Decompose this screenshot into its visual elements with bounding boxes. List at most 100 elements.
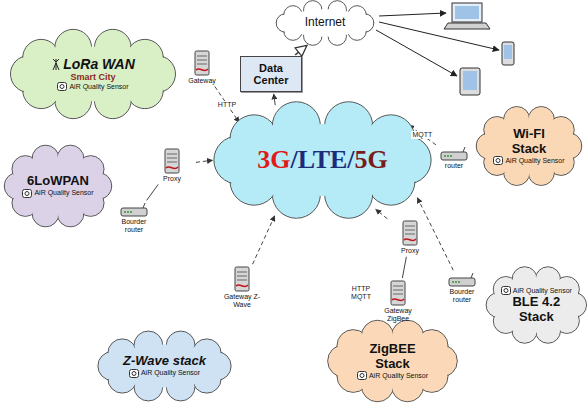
connector bbox=[147, 184, 159, 200]
router-icon bbox=[119, 202, 149, 217]
cloud-core bbox=[499, 278, 574, 332]
phone-icon bbox=[502, 42, 514, 65]
node-title: Internet bbox=[305, 16, 346, 29]
server-device: Proxy bbox=[150, 148, 194, 183]
text-row: BLE 4.2 Stack bbox=[506, 295, 566, 324]
node-title: Wi-FI Stack bbox=[499, 127, 559, 156]
node-content: Gateway bbox=[180, 50, 224, 85]
protocol-label: HTTP MQTT bbox=[346, 285, 376, 300]
node-title: Bourder router bbox=[112, 218, 156, 234]
text-row: AiR Quality Sensor bbox=[357, 371, 428, 380]
text-piece: LTE bbox=[298, 145, 348, 174]
text-row: AiR Quality Sensor bbox=[129, 369, 200, 378]
router-device: Bourder router bbox=[440, 272, 484, 304]
server-slot bbox=[237, 280, 247, 281]
router-antenna bbox=[143, 203, 145, 208]
laptop-base bbox=[444, 23, 490, 29]
text-piece: / bbox=[347, 145, 354, 174]
sensor-icon bbox=[57, 82, 67, 91]
text-row: AiR Quality Sensor bbox=[57, 82, 128, 91]
network-cloud: Wi-FI StackAiR Quality Sensor bbox=[474, 100, 584, 192]
server-slot bbox=[197, 56, 207, 57]
cloud-core bbox=[18, 157, 99, 215]
router-body bbox=[441, 152, 467, 160]
server-device: Gateway Z-Wave bbox=[220, 266, 264, 309]
node-content: Gateway ZigBee bbox=[376, 280, 420, 323]
node-title: AiR Quality Sensor bbox=[513, 287, 572, 295]
router-body bbox=[449, 278, 475, 286]
connector bbox=[274, 94, 276, 105]
text-row: Proxy bbox=[163, 175, 181, 183]
connector bbox=[376, 209, 388, 218]
text-row: Internet bbox=[305, 16, 346, 29]
node-content: ZigBEE StackAiR Quality Sensor bbox=[325, 318, 460, 404]
node-text: AiR Quality Sensor bbox=[141, 369, 200, 377]
server-slot bbox=[237, 272, 247, 273]
cloud-core bbox=[29, 46, 157, 101]
node-content: Proxy bbox=[150, 148, 194, 183]
phone-body bbox=[502, 42, 514, 65]
connector bbox=[295, 45, 307, 54]
node-text: AiR Quality Sensor bbox=[505, 157, 564, 165]
network-cloud: Z-Wave stackAiR Quality Sensor bbox=[92, 330, 237, 402]
node-title: router bbox=[445, 162, 463, 170]
node-content: Gateway Z-Wave bbox=[220, 266, 264, 309]
cloud-core bbox=[285, 9, 364, 37]
tablet-body bbox=[460, 68, 480, 95]
node-title: Proxy bbox=[401, 247, 419, 255]
text-row: Bourder router bbox=[112, 218, 156, 234]
node-title: 3G/LTE/5G bbox=[257, 145, 388, 174]
text-row: ZigBEE Stack bbox=[361, 342, 425, 371]
router-device: Bourder router bbox=[112, 202, 156, 234]
node-content: Bourder router bbox=[112, 202, 156, 234]
text-row: AiR Quality Sensor bbox=[493, 156, 564, 165]
network-cloud: 3G/LTE/5G bbox=[205, 100, 440, 220]
text-row: AiR Quality Sensor bbox=[501, 286, 572, 295]
node-text: Smart City bbox=[70, 72, 115, 82]
server-icon bbox=[193, 50, 211, 76]
server-device: Proxy bbox=[388, 220, 432, 255]
text-row: LoRa WAN bbox=[51, 57, 135, 73]
text-row: router bbox=[445, 162, 463, 170]
router-light bbox=[447, 155, 449, 157]
phone-screen bbox=[504, 45, 512, 59]
router-light bbox=[450, 155, 452, 157]
router-light bbox=[452, 281, 454, 283]
sensor-icon bbox=[501, 286, 511, 295]
server-slot bbox=[237, 276, 247, 277]
data-center-box: Data Center bbox=[240, 56, 302, 92]
server-slot bbox=[405, 226, 415, 227]
cable bbox=[166, 167, 178, 169]
internet-arrow bbox=[379, 22, 499, 50]
cable bbox=[392, 299, 404, 301]
node-content: LoRa WANSmart CityAiR Quality Sensor bbox=[4, 28, 182, 120]
text-row: Gateway bbox=[188, 77, 216, 85]
text-row: Bourder router bbox=[440, 288, 484, 304]
cloud-core bbox=[344, 335, 441, 387]
tablet-screen bbox=[463, 71, 477, 90]
cable bbox=[236, 285, 248, 287]
laptop-display bbox=[455, 6, 479, 19]
connector bbox=[196, 160, 212, 162]
cloud-core bbox=[112, 344, 216, 387]
node-title: ZigBEE Stack bbox=[361, 342, 425, 371]
text-row: AiR Quality Sensor bbox=[22, 189, 93, 198]
server-slot bbox=[197, 64, 207, 65]
server-body bbox=[195, 51, 209, 75]
node-content: Data Center bbox=[241, 57, 301, 91]
internet-arrow bbox=[376, 30, 457, 76]
server-device: Gateway ZigBee bbox=[376, 280, 420, 323]
node-text: AiR Quality Sensor bbox=[69, 83, 128, 91]
node-content: router bbox=[432, 146, 476, 170]
text-row: Proxy bbox=[401, 247, 419, 255]
node-text: AiR Quality Sensor bbox=[34, 189, 93, 197]
server-slot bbox=[167, 154, 177, 155]
sensor-icon bbox=[129, 369, 139, 378]
sensor-icon bbox=[493, 156, 503, 165]
protocol-label: HTTP bbox=[217, 101, 237, 109]
router-light bbox=[444, 155, 446, 157]
router-icon bbox=[439, 146, 469, 161]
antenna-icon bbox=[51, 57, 61, 71]
server-slot bbox=[405, 234, 415, 235]
cloud-core bbox=[489, 118, 568, 173]
